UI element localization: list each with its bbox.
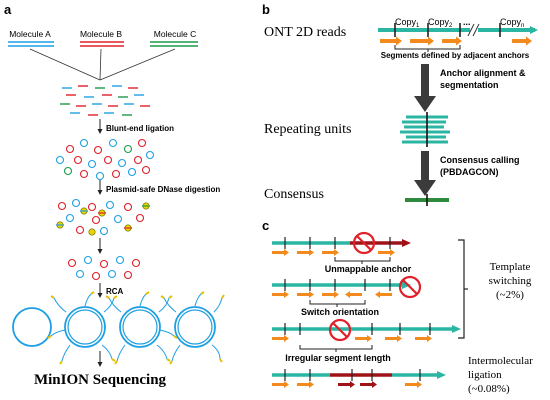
segment-bracket [394,45,461,50]
circles-cloud-1 [55,138,155,181]
read-row-unmappable-anchor: Unmappable anchor [272,231,412,274]
consensus-label: Consensus [264,187,324,202]
segments-note: Segments defined by adjacent anchors [381,51,530,60]
panel-c: c Unmappable anchor [262,218,533,395]
intermolecular-label-2: ligation [468,369,502,381]
repeating-units-label: Repeating units [264,122,352,137]
molecule-c-strand [150,41,198,47]
panel-b-label: b [262,2,270,17]
big-arrow-down [414,151,436,196]
molecule-a-strand [8,41,54,47]
big-arrow-down [414,64,436,112]
molecule-b-label: Molecule B [80,29,122,39]
ont-read [378,23,538,37]
molecule-a-label: Molecule A [9,29,51,39]
merge-lines [29,48,176,81]
rca-circle [47,291,118,365]
prohibited-icon [352,231,376,255]
irregular-segment-length-label: Irregular segment length [285,353,391,363]
template-switching-label: Template [490,261,531,273]
template-switching-bracket [458,239,465,339]
step-consensus-calling: Consensus calling [440,155,520,165]
read-row-intermolecular [272,369,446,388]
plasmid-circle [12,307,52,347]
panel-c-label: c [262,218,269,233]
step-dnase-digestion: Plasmid-safe DNase digestion [106,185,220,194]
unmappable-anchor-label: Unmappable anchor [325,264,412,274]
intermolecular-label: Intermolecular [468,355,533,367]
rca-circle [160,291,225,365]
template-switching-rate: (~2%) [496,289,524,301]
fragment-mixture [60,85,150,116]
template-switching-label-2: switching [489,275,532,287]
circles-cloud-2 [57,198,145,236]
step-rca: RCA [106,287,124,296]
copy-1-label: Copy1 [395,17,420,29]
step-anchor-alignment: Anchor alignment & [440,68,526,78]
step-blunt-end-ligation: Blunt-end ligation [106,124,174,133]
rca-products [12,291,225,365]
prohibited-icon [328,318,352,342]
step-segmentation: segmentation [440,80,499,90]
intermolecular-rate: (~0.08%) [468,383,510,395]
switch-orientation-label: Switch orientation [301,307,379,317]
ellipsis: ... [463,17,471,27]
molecule-b-strand [80,41,124,47]
ont-2d-reads-label: ONT 2D reads [264,25,346,40]
copy-2-label: Copy2 [428,17,453,29]
prohibited-icon [398,275,422,299]
rca-circle [105,291,178,365]
read-row-switch-orientation: Switch orientation [272,275,422,317]
panel-a-label: a [4,2,12,17]
step-pbdagcon: (PBDAGCON) [440,167,499,177]
minion-sequencing-label: MinION Sequencing [34,372,167,388]
repeating-units-stack [400,115,450,144]
circles-cloud-3 [67,255,141,281]
panel-b: b ONT 2D reads Copy1 Copy2 ... Copyn [262,2,538,206]
panel-a: a Molecule A Molecule B Molecule C [4,2,225,388]
read-row-irregular-length: Irregular segment length [272,318,461,363]
molecule-c-label: Molecule C [154,29,197,39]
ont-read-segments [380,36,532,46]
nuclease-enzymes [56,202,150,236]
copy-n-label: Copyn [500,17,524,29]
